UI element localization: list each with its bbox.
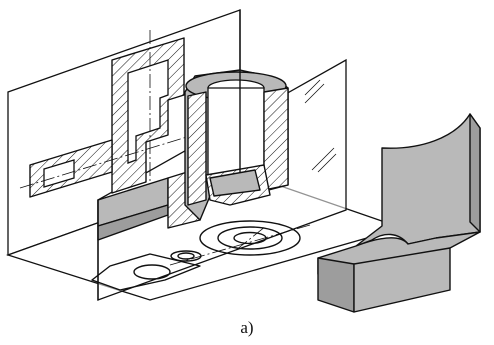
- detached-solid-segment: [317, 113, 481, 313]
- frontal-section-view: [19, 30, 191, 205]
- figure-caption: a): [240, 318, 254, 337]
- sectioned-3d-part: [97, 69, 289, 241]
- plan-view-circles: [91, 220, 311, 291]
- projection-axes: [97, 9, 241, 301]
